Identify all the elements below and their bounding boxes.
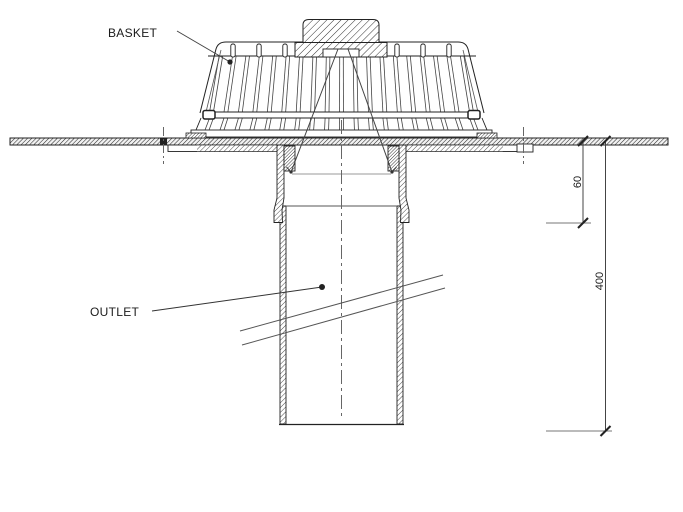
outlet-callout: OUTLET: [90, 284, 325, 319]
basket-leader-dot: [227, 59, 233, 65]
dim-60-tick-bottom: [577, 217, 589, 229]
center-lines: [163, 120, 524, 420]
dim-60-tick-top: [577, 135, 589, 147]
dome-inner-edge-left: [205, 49, 222, 113]
clamp-ring-right: [387, 145, 400, 172]
ring-end-tab-right: [467, 109, 481, 120]
basket-leader-line: [176, 30, 231, 63]
break-line-upper: [239, 274, 444, 332]
break-line-lower: [241, 287, 446, 346]
skirt-edge-right: [481, 117, 488, 131]
pipe-wall-left: [279, 205, 287, 425]
skirt-edge-left: [195, 117, 202, 131]
rim-foot-right: [476, 132, 498, 139]
outlet-label: OUTLET: [90, 305, 140, 319]
rim-foot-left: [185, 132, 207, 139]
dimension-400: 400: [546, 135, 612, 437]
pipe-break-lines: [239, 274, 446, 346]
roof-membrane-band: [9, 137, 669, 146]
ring-end-tab-left: [202, 109, 216, 120]
dim-400-tick-top: [599, 135, 612, 147]
basket-top-cap: [294, 19, 388, 58]
rib-top-tabs: [230, 43, 452, 58]
basket-label: BASKET: [108, 26, 158, 40]
outlet-leader-line: [151, 286, 323, 312]
basket-retaining-legs: [286, 48, 397, 174]
dim-400-tick-bottom: [599, 425, 612, 437]
leg-hook-dot-right: [390, 170, 394, 174]
basket-callout: BASKET: [108, 26, 233, 65]
dim-400-value: 400: [594, 272, 606, 290]
cap-center-notch: [322, 48, 360, 58]
basket-ribs: [204, 55, 479, 131]
pipe-wall-right: [396, 205, 404, 425]
flange-edge-marker-left: [160, 138, 167, 145]
leg-hook-dot-left: [289, 170, 293, 174]
cap-upper-knob: [302, 19, 380, 43]
dim-60-value: 60: [572, 176, 584, 188]
dome-inner-edge-right: [462, 49, 479, 113]
flange-end-cap-right: [516, 143, 534, 153]
outlet-leader-dot: [319, 284, 325, 290]
dimension-60: 60: [546, 135, 591, 229]
